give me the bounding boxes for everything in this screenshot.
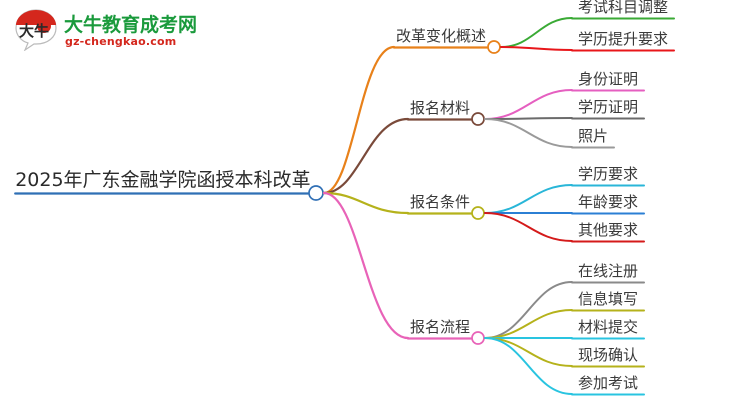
- child-connector-3-4: [484, 337, 573, 395]
- child-connector-1-1: [484, 117, 573, 120]
- branch-label-0[interactable]: 改革变化概述: [396, 27, 487, 45]
- svg-text:大牛: 大牛: [19, 22, 49, 40]
- root-node-label[interactable]: 2025年广东金融学院函授本科改革: [15, 169, 311, 191]
- branch-node-circle-0[interactable]: [487, 40, 501, 54]
- child-label-1-1[interactable]: 学历证明: [578, 98, 639, 116]
- branch-connector-0: [322, 45, 396, 195]
- child-connector-3-3: [484, 337, 573, 367]
- logo-name-en: gz-chengkao.com: [65, 35, 177, 48]
- child-label-2-1[interactable]: 年龄要求: [578, 193, 639, 211]
- branch-connector-2: [322, 191, 410, 215]
- child-connector-3-1: [484, 309, 573, 339]
- child-connector-1-0: [484, 89, 573, 120]
- child-connector-3-0: [484, 281, 573, 339]
- child-connector-2-2: [484, 212, 573, 242]
- child-label-2-0[interactable]: 学历要求: [578, 165, 639, 183]
- child-label-3-2[interactable]: 材料提交: [578, 318, 639, 336]
- logo-speech-bubble-icon: 大牛: [15, 9, 57, 51]
- child-label-3-4[interactable]: 参加考试: [578, 374, 639, 392]
- logo-name-cn: 大牛教育成考网: [64, 14, 198, 36]
- child-connector-0-0: [500, 17, 573, 48]
- child-label-0-1[interactable]: 学历提升要求: [578, 30, 669, 48]
- branch-label-2[interactable]: 报名条件: [410, 193, 471, 211]
- branch-node-circle-2[interactable]: [471, 206, 485, 220]
- branch-label-3[interactable]: 报名流程: [410, 318, 471, 336]
- child-label-1-2[interactable]: 照片: [578, 127, 609, 145]
- branch-node-circle-1[interactable]: [471, 112, 485, 126]
- branch-connector-3: [322, 191, 410, 340]
- child-connector-0-1: [500, 46, 573, 51]
- child-connector-1-2: [484, 118, 573, 148]
- branch-connector-1: [322, 117, 410, 195]
- root-node-circle[interactable]: [308, 185, 324, 201]
- branch-node-circle-3[interactable]: [471, 331, 485, 345]
- site-logo[interactable]: 大牛 大牛教育成考网 gz-chengkao.com: [14, 8, 204, 54]
- child-connector-2-0: [484, 184, 573, 214]
- child-label-1-0[interactable]: 身份证明: [578, 70, 639, 88]
- child-label-3-3[interactable]: 现场确认: [578, 346, 639, 364]
- child-label-3-1[interactable]: 信息填写: [578, 290, 639, 308]
- branch-label-1[interactable]: 报名材料: [410, 99, 471, 117]
- child-label-0-0[interactable]: 考试科目调整: [578, 0, 669, 16]
- child-label-2-2[interactable]: 其他要求: [578, 221, 639, 239]
- child-label-3-0[interactable]: 在线注册: [578, 262, 639, 280]
